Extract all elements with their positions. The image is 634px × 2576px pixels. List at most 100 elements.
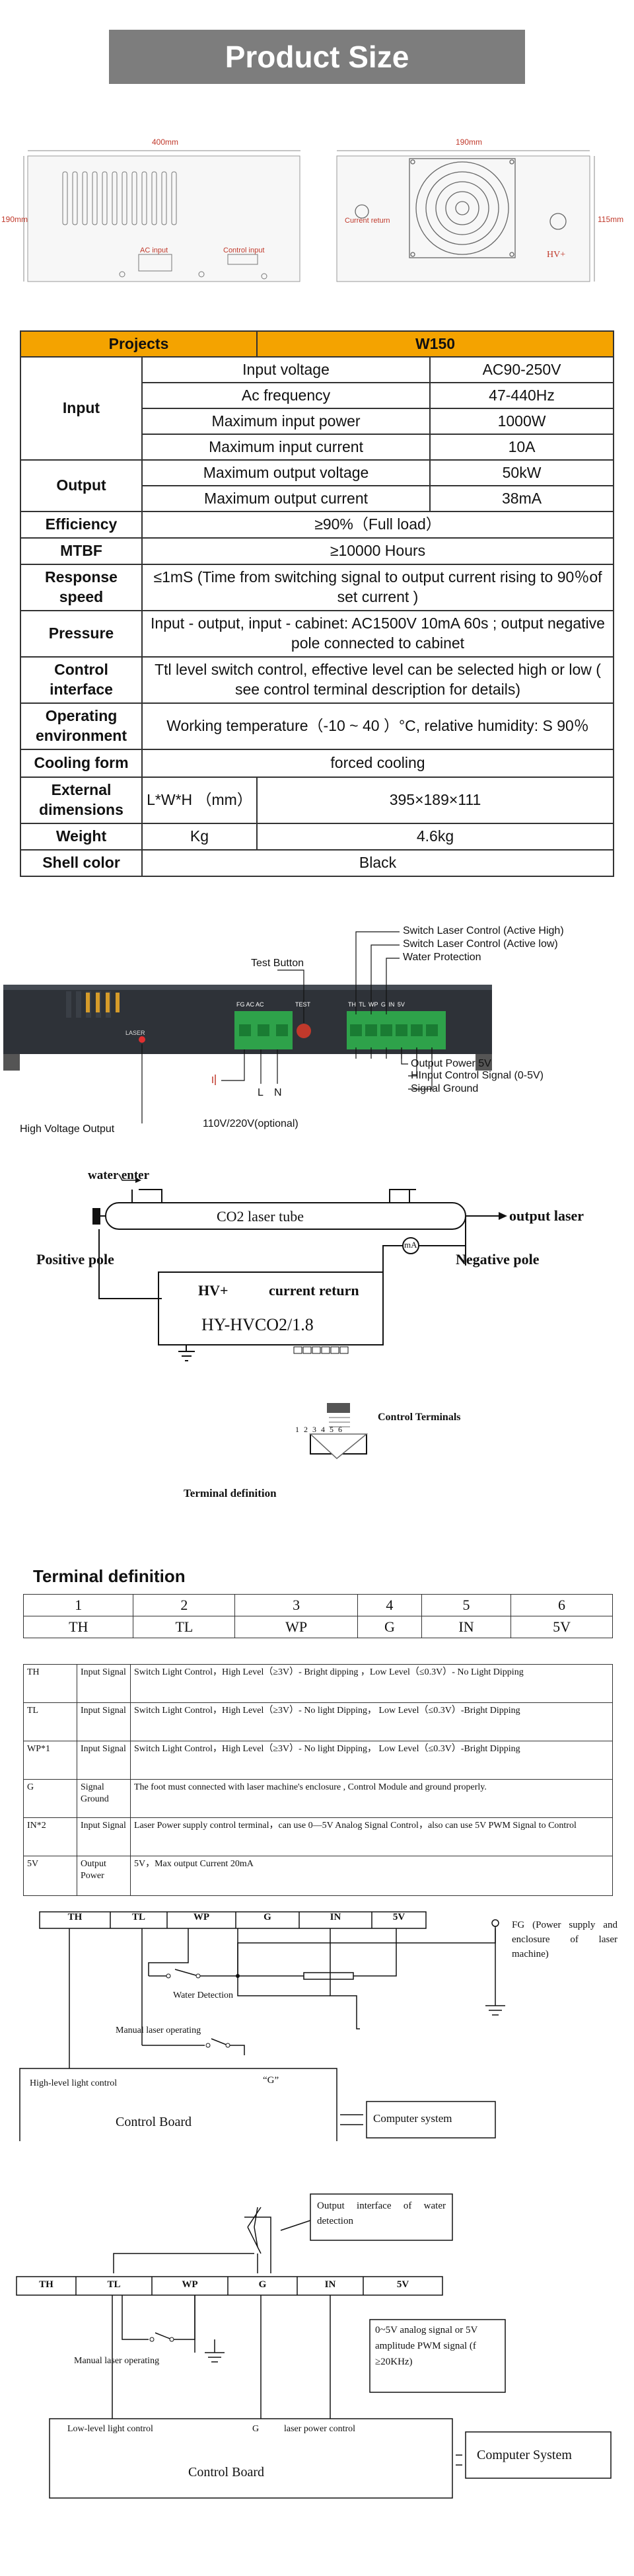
spec-cell: Maximum output voltage bbox=[141, 459, 431, 486]
control-board-label-2: Control Board bbox=[188, 2465, 264, 2480]
terminal-desc-cell: WP*1 bbox=[23, 1741, 77, 1780]
hv-output-label: High Voltage Output bbox=[20, 1123, 115, 1135]
spec-input-label: Input bbox=[20, 356, 143, 461]
terminal-number: 4 bbox=[357, 1594, 423, 1616]
hv-plus-terminal: HV+ bbox=[198, 1282, 229, 1299]
water-detection-label: Water Detection bbox=[173, 1990, 233, 2000]
spec-cell: Pressure bbox=[20, 610, 143, 658]
spec-cell: ≤1mS (Time from switching signal to outp… bbox=[141, 564, 614, 611]
output-interface-label: Output interface of water detection bbox=[317, 2201, 446, 2226]
positive-pole-label: Positive pole bbox=[36, 1251, 114, 1268]
terminal-code: WP bbox=[234, 1616, 358, 1638]
pin-numbers-label: 1 2 3 4 5 6 bbox=[295, 1425, 343, 1434]
spec-cell: Shell color bbox=[20, 849, 143, 877]
terminal-desc-cell: Switch Light Control，High Level（≥3V）- No… bbox=[130, 1702, 613, 1741]
spec-cell: 47-440Hz bbox=[429, 382, 614, 409]
spec-cell: 1000W bbox=[429, 408, 614, 435]
d1-terminal-code: IN bbox=[330, 1912, 341, 1922]
n-label: N bbox=[274, 1087, 282, 1098]
page-title: Product Size bbox=[109, 30, 525, 84]
spec-cell: AC90-250V bbox=[429, 356, 614, 383]
d1-terminal-code: 5V bbox=[392, 1912, 405, 1922]
output-power-label: Output Power 5V bbox=[411, 1058, 491, 1069]
spec-cell: Efficiency bbox=[20, 511, 143, 539]
d2-terminal-code: 5V bbox=[396, 2279, 409, 2290]
l-label: L bbox=[258, 1087, 264, 1098]
signal-ground-label: Signal Ground bbox=[411, 1083, 479, 1094]
spec-header-projects: Projects bbox=[20, 330, 258, 358]
spec-table: Projects W150 Input Input voltage AC90-2… bbox=[20, 330, 614, 877]
g-label-2: G bbox=[252, 2424, 260, 2434]
terminal-desc-cell: Input Signal bbox=[77, 1664, 131, 1703]
terminal-code: TH bbox=[22, 1616, 134, 1638]
laser-label: LASER bbox=[125, 1030, 145, 1036]
d2-terminal-code: TL bbox=[107, 2279, 121, 2290]
output-laser-label: output laser bbox=[509, 1207, 584, 1224]
spec-cell: Control interface bbox=[20, 656, 143, 704]
hinput-label: HInput Control Signal (0-5V) bbox=[411, 1070, 544, 1081]
spec-header-model: W150 bbox=[256, 330, 614, 358]
spec-output-label: Output bbox=[20, 459, 143, 512]
spec-cell: Input - output, input - cabinet: AC1500V… bbox=[141, 610, 614, 658]
water-protection-label: Water Protection bbox=[403, 952, 481, 963]
test-label: TEST bbox=[295, 1001, 311, 1008]
hv-plus-label: HV+ bbox=[547, 250, 566, 260]
spec-cell: Kg bbox=[141, 823, 258, 851]
d1-terminal-code: G bbox=[264, 1912, 271, 1922]
control-board-label: Control Board bbox=[116, 2115, 192, 2129]
front-width-label: 400mm bbox=[152, 137, 179, 147]
terminal-number: 5 bbox=[421, 1594, 512, 1616]
terminal-code: G bbox=[357, 1616, 423, 1638]
low-level-wiring-diagram bbox=[16, 2193, 612, 2499]
d2-terminal-code: IN bbox=[324, 2279, 336, 2290]
low-level-label: Low-level light control bbox=[67, 2424, 153, 2434]
g-label: “G” bbox=[263, 2075, 279, 2086]
d1-terminal-code: TL bbox=[131, 1912, 145, 1922]
computer-system-label-2: Computer System bbox=[477, 2448, 572, 2462]
spec-cell: MTBF bbox=[20, 537, 143, 565]
dimension-drawings bbox=[23, 150, 595, 282]
terminal-number-table: 1 2 3 4 5 6 TH TL WP G IN 5V bbox=[22, 1594, 613, 1638]
front-height-label: 190mm bbox=[1, 215, 28, 224]
spec-cell: 50kW bbox=[429, 459, 614, 486]
computer-system-label: Computer system bbox=[373, 2112, 452, 2125]
spec-cell: Operating environment bbox=[20, 702, 143, 750]
terminal-definition-arrow-label: Terminal definition bbox=[184, 1487, 277, 1499]
water-enter-label: water enter bbox=[88, 1168, 150, 1182]
d2-terminal-code: TH bbox=[39, 2279, 53, 2290]
terminal-code: IN bbox=[421, 1616, 512, 1638]
spec-cell: Weight bbox=[20, 823, 143, 851]
terminal-codes-label: TH TL WP G IN 5V bbox=[348, 1001, 405, 1008]
spec-cell: Ac frequency bbox=[141, 382, 431, 409]
control-terminals-label: Control Terminals bbox=[378, 1412, 461, 1423]
terminal-desc-cell: Output Power bbox=[77, 1856, 131, 1896]
terminal-desc-cell: TL bbox=[23, 1702, 77, 1741]
tube-wiring-diagram bbox=[92, 1174, 507, 1459]
terminal-code: 5V bbox=[511, 1616, 613, 1638]
high-level-wiring-diagram bbox=[19, 1911, 505, 2141]
terminal-definition-title: Terminal definition bbox=[33, 1566, 186, 1586]
high-level-label: High-level light control bbox=[30, 2078, 118, 2088]
spec-cell: Maximum input current bbox=[141, 434, 431, 461]
spec-cell: ≥90%（Full load） bbox=[141, 511, 614, 539]
spec-cell: Response speed bbox=[20, 564, 143, 611]
negative-pole-label: Negative pole bbox=[456, 1251, 540, 1268]
terminal-number: 1 bbox=[22, 1594, 134, 1616]
terminal-code: TL bbox=[133, 1616, 236, 1638]
spec-cell: Black bbox=[141, 849, 614, 877]
terminal-desc-cell: Input Signal bbox=[77, 1702, 131, 1741]
back-height-label: 115mm bbox=[598, 215, 624, 224]
d2-terminal-code: WP bbox=[182, 2279, 198, 2290]
fg-label: FG (Power supply and enclosure of laser … bbox=[512, 1920, 617, 1959]
spec-cell: 4.6kg bbox=[256, 823, 614, 851]
current-return-terminal: current return bbox=[269, 1282, 359, 1299]
spec-cell: 38mA bbox=[429, 485, 614, 512]
fg-ac-label: FG AC AC bbox=[236, 1001, 264, 1008]
spec-cell: Maximum output current bbox=[141, 485, 431, 512]
voltage-label: 110V/220V(optional) bbox=[203, 1118, 299, 1129]
spec-cell: 10A bbox=[429, 434, 614, 461]
manual-operating-label: Manual laser operating bbox=[116, 2026, 201, 2035]
control-input-label: Control input bbox=[223, 246, 265, 254]
d2-terminal-code: G bbox=[258, 2279, 267, 2290]
